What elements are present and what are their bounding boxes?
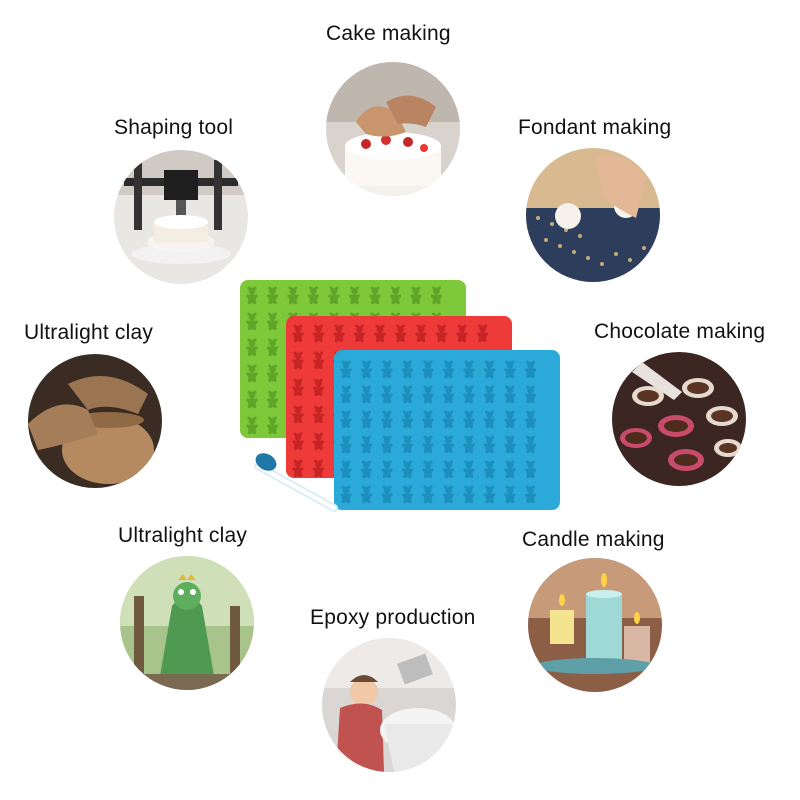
- label-candle-making: Candle making: [522, 528, 665, 551]
- label-fondant-making: Fondant making: [518, 116, 672, 139]
- 3d-printer-photo: [114, 150, 248, 284]
- clay-figurine-photo: [120, 556, 254, 690]
- label-shaping-tool: Shaping tool: [114, 116, 234, 139]
- fondant-flowers-photo: [526, 148, 660, 282]
- candles-photo: [528, 558, 662, 692]
- chocolate-cupcakes-photo: [612, 352, 746, 486]
- label-epoxy-production: Epoxy production: [310, 606, 476, 629]
- pottery-hands-photo: [28, 354, 162, 488]
- label-chocolate-making: Chocolate making: [594, 320, 766, 343]
- dropper-pipette: [254, 453, 338, 512]
- label-ultralight-clay-left: Ultralight clay: [24, 321, 154, 344]
- label-cake-making: Cake making: [326, 22, 451, 45]
- label-ultralight-clay-bottom: Ultralight clay: [118, 524, 248, 547]
- child-mixing-photo: [322, 638, 456, 772]
- gummy-bear-molds: [236, 276, 566, 516]
- cake-photo: [326, 62, 460, 196]
